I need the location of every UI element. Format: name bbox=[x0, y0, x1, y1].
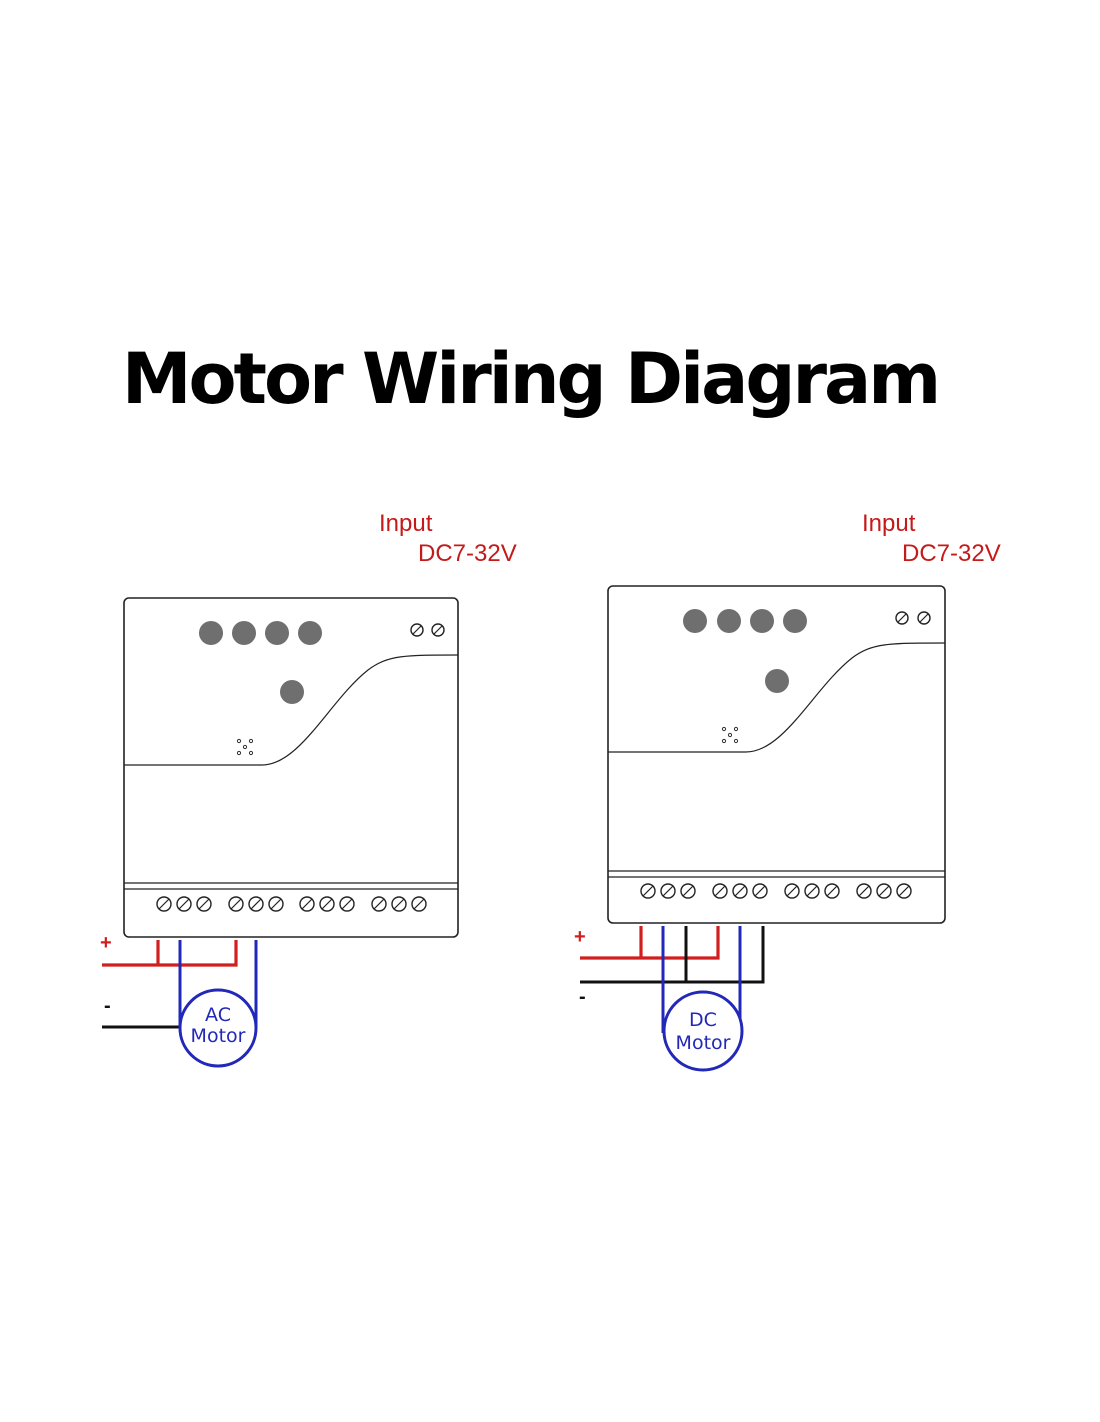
ac-indicator-dots bbox=[236, 738, 254, 756]
ac-motor-type: AC bbox=[205, 1004, 231, 1026]
dc-plus-sign: + bbox=[574, 926, 586, 948]
dc-button-5 bbox=[765, 669, 789, 693]
dc-button-2 bbox=[717, 609, 741, 633]
dc-indicator-dots bbox=[721, 726, 739, 744]
ac-wires bbox=[102, 940, 258, 1029]
ac-motor-word: Motor bbox=[191, 1025, 246, 1047]
dc-motor-type: DC bbox=[689, 1009, 717, 1031]
ac-button-2 bbox=[232, 621, 256, 645]
dc-positive-wire bbox=[580, 926, 720, 960]
dc-button-1 bbox=[683, 609, 707, 633]
dc-negative-wire bbox=[580, 926, 765, 984]
dc-voltage-label: DC7-32V bbox=[902, 540, 1001, 567]
ac-terminal-block bbox=[156, 896, 427, 912]
dc-motor-word: Motor bbox=[676, 1032, 731, 1054]
ac-diagram: Input DC7-32V bbox=[100, 510, 517, 1068]
dc-power-terminals bbox=[895, 611, 931, 625]
ac-positive-wire bbox=[102, 940, 238, 967]
dc-motor: DC Motor bbox=[662, 990, 744, 1072]
dc-terminal-block bbox=[640, 883, 912, 899]
ac-controller-box bbox=[123, 597, 459, 938]
ac-button-1 bbox=[199, 621, 223, 645]
ac-voltage-label: DC7-32V bbox=[418, 540, 517, 567]
ac-plus-sign: + bbox=[100, 932, 112, 954]
ac-button-5 bbox=[280, 680, 304, 704]
dc-controller-box bbox=[607, 585, 946, 924]
ac-button-3 bbox=[265, 621, 289, 645]
page-title: Motor Wiring Diagram bbox=[121, 338, 941, 420]
dc-button-4 bbox=[783, 609, 807, 633]
ac-input-label: Input bbox=[379, 510, 433, 537]
dc-diagram: Input DC7-32V bbox=[574, 510, 1001, 1072]
dc-minus-sign: - bbox=[579, 986, 586, 1008]
ac-button-4 bbox=[298, 621, 322, 645]
ac-motor: AC Motor bbox=[178, 988, 258, 1068]
ac-minus-sign: - bbox=[104, 995, 111, 1017]
dc-button-3 bbox=[750, 609, 774, 633]
dc-input-label: Input bbox=[862, 510, 916, 537]
ac-power-terminals bbox=[410, 623, 445, 637]
